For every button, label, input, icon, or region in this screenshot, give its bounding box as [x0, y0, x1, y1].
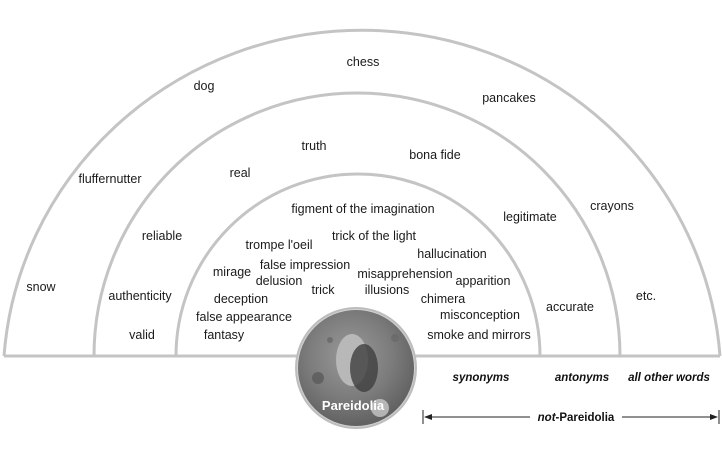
not-pareidolia-label: not-Pareidolia	[538, 412, 615, 424]
not-pareidolia-range: not-Pareidolia	[422, 410, 720, 424]
synonym-word: hallucination	[417, 247, 487, 261]
synonym-word: trompe l'oeil	[246, 238, 313, 252]
antonym-word: real	[230, 166, 251, 180]
other-word: crayons	[590, 199, 634, 213]
middle-arc	[92, 91, 622, 357]
other-word: fluffernutter	[78, 172, 141, 186]
synonym-word: smoke and mirrors	[427, 328, 531, 342]
antonym-word: authenticity	[108, 289, 172, 303]
right-arrowhead-icon	[710, 414, 718, 420]
synonym-word: misapprehension	[357, 267, 452, 281]
synonym-word: mirage	[213, 265, 251, 279]
inner-arc	[174, 172, 542, 357]
synonym-word: misconception	[440, 308, 520, 322]
synonym-word: chimera	[421, 292, 466, 306]
synonym-words: figment of the imagination trompe l'oeil…	[196, 202, 531, 342]
other-word: snow	[26, 280, 56, 294]
synonym-word: trick of the light	[332, 229, 417, 243]
other-words: chess dog pancakes fluffernutter crayons…	[26, 55, 656, 303]
antonym-word: reliable	[142, 229, 182, 243]
synonym-word: fantasy	[204, 328, 245, 342]
synonym-word: apparition	[456, 274, 511, 288]
antonym-word: truth	[301, 139, 326, 153]
antonym-word: legitimate	[503, 210, 557, 224]
other-word: dog	[194, 79, 215, 93]
antonyms-band-label: antonyms	[555, 372, 609, 384]
synonym-word: figment of the imagination	[291, 202, 434, 216]
synonyms-band-label: synonyms	[453, 372, 510, 384]
left-arrowhead-icon	[424, 414, 432, 420]
synonym-word: deception	[214, 292, 268, 306]
synonym-word: false impression	[260, 258, 350, 272]
antonym-words: truth real bona fide reliable legitimate…	[108, 139, 594, 342]
synonym-word: trick	[312, 283, 336, 297]
synonym-word: false appearance	[196, 310, 292, 324]
other-word: etc.	[636, 289, 656, 303]
antonym-word: valid	[129, 328, 155, 342]
antonym-word: accurate	[546, 300, 594, 314]
antonym-word: bona fide	[409, 148, 460, 162]
synonym-word: illusions	[365, 283, 409, 297]
center-label: Pareidolia	[322, 398, 385, 413]
other-words-band-label: all other words	[628, 372, 710, 384]
synonym-word: delusion	[256, 274, 303, 288]
other-word: pancakes	[482, 91, 536, 105]
outer-arc	[2, 28, 722, 357]
center-image: Pareidolia	[295, 307, 417, 429]
other-word: chess	[347, 55, 380, 69]
